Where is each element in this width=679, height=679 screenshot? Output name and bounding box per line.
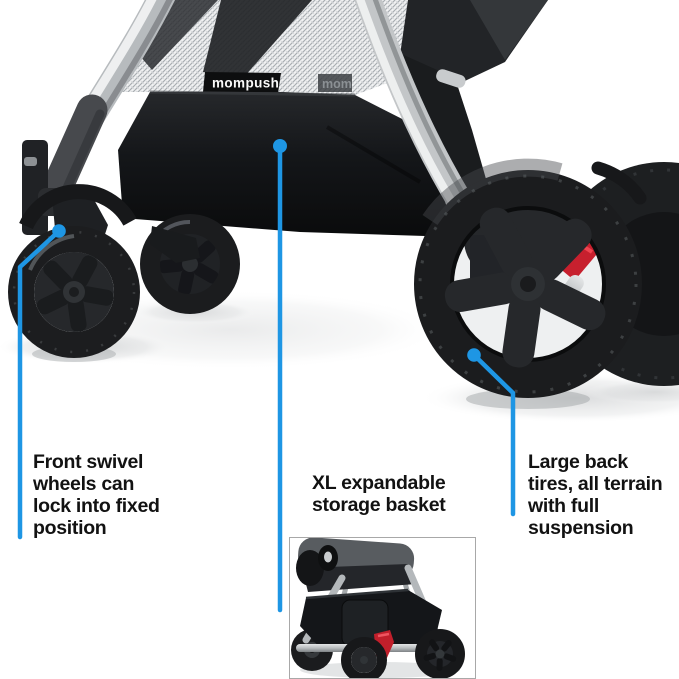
inset-basket-photo <box>289 537 476 679</box>
callout-line: wheels can <box>33 473 135 495</box>
storage-basket <box>118 90 452 236</box>
inset-wheel-center <box>341 637 387 678</box>
callout-line-front-wheels <box>17 228 62 540</box>
callout-dot-basket <box>273 139 287 153</box>
callout-line: lock into fixed <box>33 495 160 517</box>
callout-text-storage-basket: XL expandable storage basket <box>312 472 446 516</box>
mesh-strap-left <box>133 0 218 70</box>
callout-dot-front-wheels <box>52 224 66 238</box>
callout-line: Front swivel <box>33 451 144 473</box>
inset-wheel-right <box>415 629 465 678</box>
brand-patch: mompush <box>203 72 281 93</box>
brand-logo-faint: mompush <box>322 77 382 91</box>
inset-storage-basket <box>300 588 442 652</box>
callout-line-back-tires <box>471 352 516 517</box>
callout-text-back-tires: Large back tires, all terrain with full … <box>528 451 663 539</box>
callout-line: tires, all terrain <box>528 473 663 495</box>
rear-wheel-near <box>414 158 642 398</box>
front-frame-tube <box>22 0 176 235</box>
callout-line: with full <box>528 495 599 517</box>
front-fender <box>19 184 137 230</box>
callout-line: Large back <box>528 451 628 473</box>
callout-line: position <box>33 517 107 539</box>
callout-line: storage basket <box>312 494 446 516</box>
front-wheel-far <box>140 214 240 314</box>
callout-dot-back-tires <box>467 348 481 362</box>
callout-lines <box>17 143 516 613</box>
callout-line: XL expandable <box>312 472 446 494</box>
callout-line: suspension <box>528 517 634 539</box>
front-fork-far <box>150 226 200 263</box>
brand-patch-faint: mompush <box>318 74 382 92</box>
inset-stroller-rear-view <box>291 538 465 678</box>
front-wheel-near <box>8 184 140 358</box>
callout-dots <box>52 139 481 362</box>
brand-logo: mompush <box>212 76 279 91</box>
mesh-strap-diagonal <box>203 0 312 78</box>
inset-seat <box>296 538 416 592</box>
callout-text-front-wheels: Front swivel wheels can lock into fixed … <box>33 451 160 539</box>
